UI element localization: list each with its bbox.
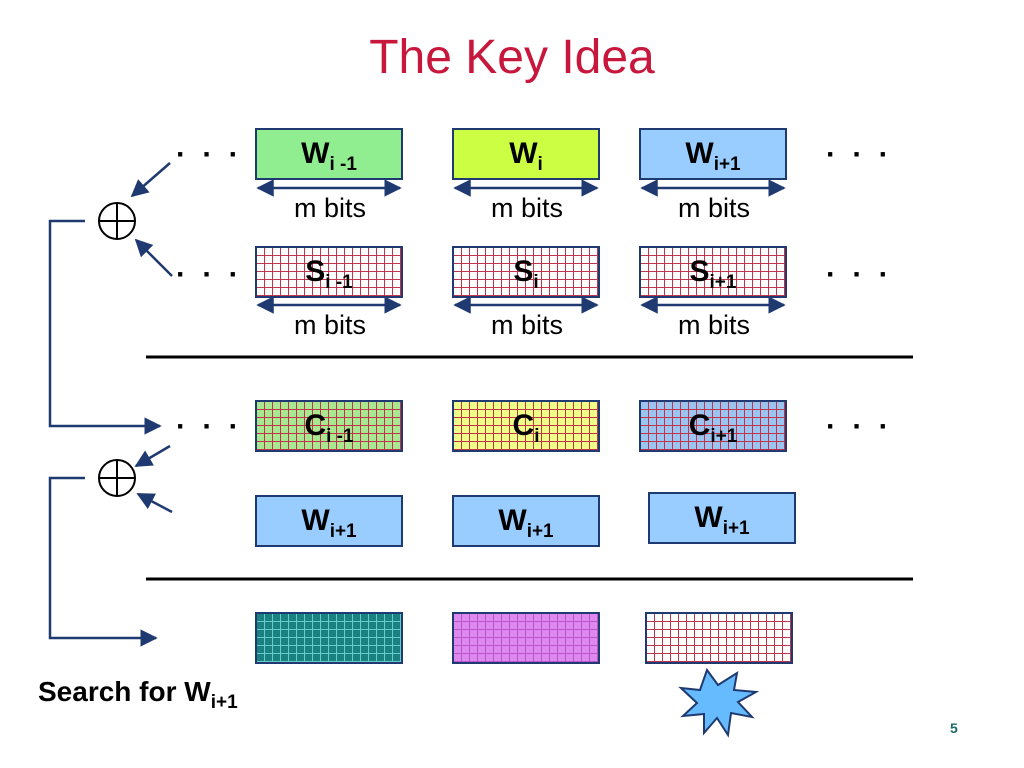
input-arrow [136, 492, 173, 514]
block-label: W [694, 501, 723, 534]
block-label: W [685, 137, 714, 170]
input-arrow [134, 238, 173, 277]
block-subscript: i+1 [709, 272, 737, 293]
ellipsis: · · · [176, 410, 243, 443]
width-label: m bits [293, 310, 366, 340]
width-label: m bits [677, 193, 750, 223]
block-label: W [301, 504, 330, 537]
width-label: m bits [677, 310, 750, 340]
block-label: W [498, 504, 527, 537]
block-subscript: i+1 [713, 154, 741, 175]
page-number: 5 [950, 720, 958, 736]
input-arrow [134, 444, 171, 468]
block-subscript: i [533, 272, 539, 293]
block-c-current: Ci [452, 400, 600, 452]
block-c-next: Ci+1 [639, 400, 787, 452]
block-label: W [509, 137, 538, 170]
block-subscript: i [537, 154, 543, 175]
ellipsis: · · · [176, 258, 243, 291]
width-label: m bits [293, 193, 366, 223]
ellipsis: · · · [826, 258, 893, 291]
search-caption-text: Search for W [38, 676, 211, 707]
ellipsis: · · · [826, 138, 893, 171]
ellipsis: · · · [176, 138, 243, 171]
result-block-teal [255, 612, 403, 664]
block-subscript: i -1 [329, 154, 357, 175]
input-arrow [130, 162, 171, 198]
width-label: m bits [490, 193, 563, 223]
block-s-current: Si [452, 246, 600, 298]
output-arrow [48, 219, 162, 435]
block-w-prev: Wi -1 [255, 128, 403, 180]
block-label: S [305, 255, 326, 288]
search-caption-subscript: i+1 [210, 692, 238, 713]
block-search-word: Wi+1 [648, 492, 796, 544]
block-label: C [512, 409, 535, 442]
block-w-current: Wi [452, 128, 600, 180]
ellipsis: · · · [826, 410, 893, 443]
block-subscript: i+1 [722, 518, 750, 539]
block-label: S [689, 255, 710, 288]
output-arrow [48, 476, 158, 647]
search-caption: Search for Wi+1 [38, 676, 238, 713]
xor-circle-icon [98, 202, 136, 240]
xor-circle-icon [98, 459, 136, 497]
result-block-match [645, 612, 793, 664]
block-subscript: i -1 [326, 426, 354, 447]
block-label: W [301, 137, 330, 170]
block-subscript: i [534, 426, 540, 447]
block-label: C [304, 409, 327, 442]
block-subscript: i+1 [710, 426, 738, 447]
match-burst-icon [678, 667, 760, 738]
block-c-prev: Ci -1 [255, 400, 403, 452]
block-label: C [688, 409, 711, 442]
block-search-word: Wi+1 [452, 495, 600, 547]
block-label: S [513, 255, 534, 288]
width-label: m bits [490, 310, 563, 340]
block-search-word: Wi+1 [255, 495, 403, 547]
block-w-next: Wi+1 [639, 128, 787, 180]
block-subscript: i -1 [325, 272, 353, 293]
slide-title: The Key Idea [369, 31, 655, 84]
block-s-next: Si+1 [639, 246, 787, 298]
block-subscript: i+1 [526, 521, 554, 542]
block-s-prev: Si -1 [255, 246, 403, 298]
result-block-magenta [452, 612, 600, 664]
block-subscript: i+1 [329, 521, 357, 542]
